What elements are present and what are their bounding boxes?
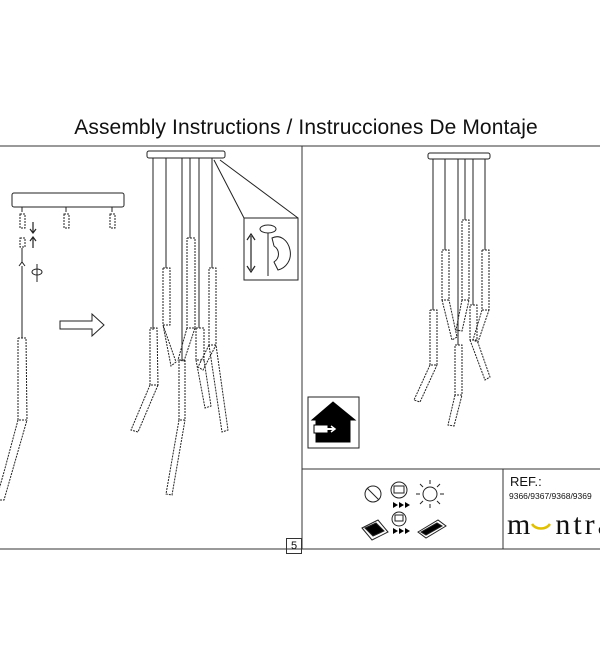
frame-lines bbox=[0, 145, 600, 550]
battery-icon bbox=[417, 519, 447, 539]
recycle-icon bbox=[391, 511, 407, 527]
indoor-use-icon bbox=[307, 396, 360, 449]
led-bulb-icon bbox=[416, 480, 444, 508]
brand-prefix: m bbox=[507, 508, 534, 541]
disposal-icon bbox=[361, 519, 389, 541]
eco-icon bbox=[364, 485, 382, 503]
pendant-assembly bbox=[130, 150, 299, 496]
single-pendant-detail bbox=[0, 266, 28, 501]
recycle-bin-icon bbox=[390, 481, 408, 499]
brand-smile bbox=[530, 523, 552, 530]
brand-suffix: ntra bbox=[555, 508, 600, 541]
canopy-exploded-view bbox=[11, 192, 125, 229]
brand-logo: mntra bbox=[507, 508, 600, 542]
connector-part bbox=[18, 237, 26, 267]
page-number: 5 bbox=[286, 538, 302, 554]
play-arrows-icon bbox=[393, 502, 410, 508]
rotate-icon bbox=[31, 264, 43, 282]
adjust-cable-detail bbox=[243, 217, 299, 281]
arrow-right-icon bbox=[59, 312, 105, 338]
ref-codes: 9366/9367/9368/9369 bbox=[509, 491, 592, 501]
page-title: Assembly Instructions / Instrucciones De… bbox=[74, 116, 538, 139]
arrow-up-down-icon bbox=[29, 222, 37, 248]
pendant-final-view bbox=[413, 152, 491, 427]
play-arrows-2-icon bbox=[393, 528, 410, 534]
ref-label: REF.: bbox=[510, 474, 542, 489]
